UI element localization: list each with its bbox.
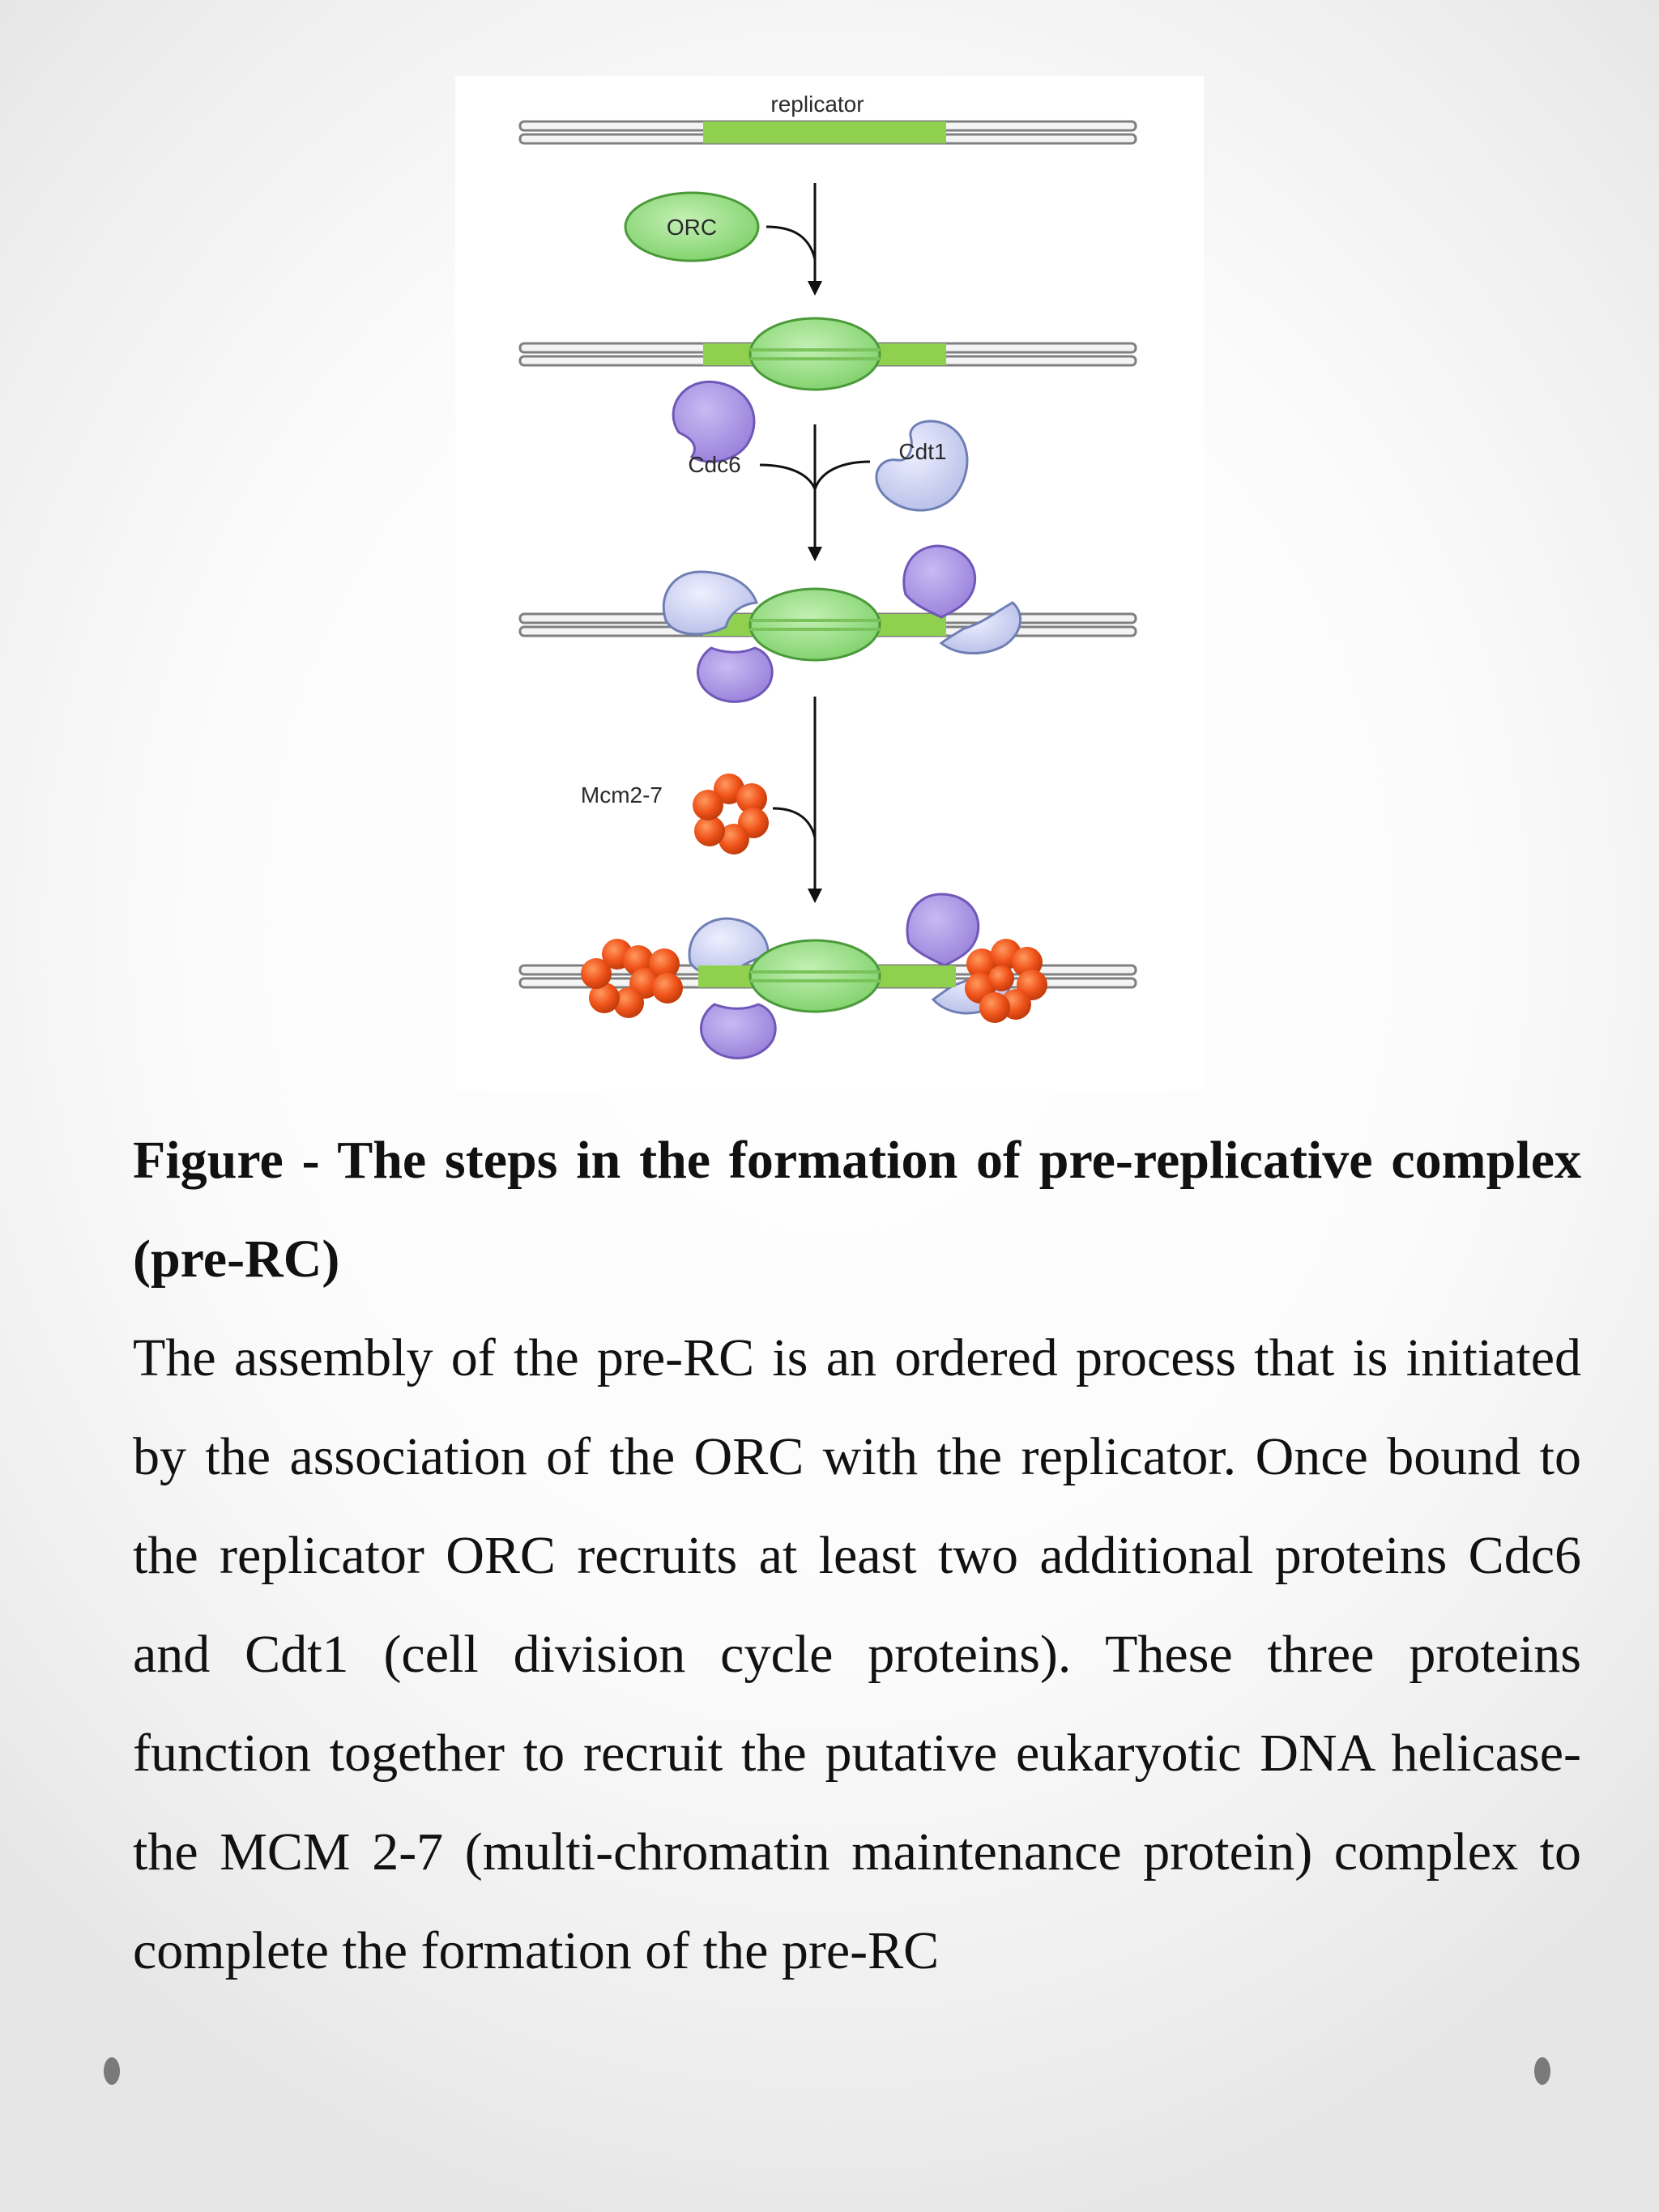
pre-rc-diagram-svg: replicator ORC Cdc6 Cdt1 [518, 92, 1137, 1059]
dna-step-3 [518, 544, 1137, 703]
orc-protein [624, 191, 760, 262]
dna-step-1 [518, 120, 1137, 145]
cdc6-protein [672, 380, 756, 463]
cdt1-label: Cdt1 [898, 439, 946, 464]
text-block: Figure - The steps in the formation of p… [133, 1111, 1581, 2001]
replicator-label: replicator [770, 92, 864, 117]
slide-nav-dot-right [1534, 2057, 1550, 2085]
cdt1-join-curve [813, 460, 871, 490]
body-paragraph: The assembly of the pre-RC is an ordered… [133, 1328, 1581, 1980]
cdt1-protein [875, 420, 969, 512]
cdc6-join-curve [759, 463, 817, 490]
dna-step-2 [518, 317, 1137, 391]
mcm-label: Mcm2-7 [581, 782, 663, 808]
mcm-join-curve [772, 807, 817, 838]
pre-rc-diagram: replicator ORC Cdc6 Cdt1 [455, 76, 1204, 1090]
orc-label: ORC [667, 215, 717, 240]
figure-caption: Figure - The steps in the formation of p… [133, 1131, 1581, 1289]
slide-nav-dot-left [104, 2057, 120, 2085]
mcm-complex [693, 774, 769, 855]
cdc6-label: Cdc6 [688, 452, 740, 477]
mcm-complex-left-bound [581, 939, 683, 1018]
mcm-complex-right-bound [965, 939, 1047, 1023]
orc-join-curve [766, 225, 817, 260]
